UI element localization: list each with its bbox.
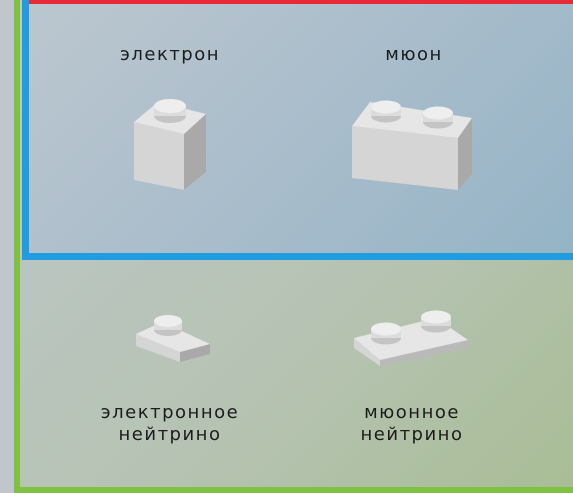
charged-lepton-panel (22, 0, 573, 260)
muon-neutrino-label: мюонное нейтрино (312, 402, 512, 446)
top-border-line (29, 0, 573, 4)
muon-neutrino-label-line1: мюонное (312, 402, 512, 424)
muon-neutrino-label-line2: нейтрино (312, 424, 512, 446)
muon-neutrino-plate-icon (350, 308, 480, 366)
electron-neutrino-plate-icon (130, 306, 214, 366)
muon-brick-icon (348, 90, 478, 194)
muon-label: мюон (314, 44, 514, 66)
electron-label: электрон (70, 44, 270, 66)
electron-neutrino-label: электронное нейтрино (70, 402, 270, 446)
electron-neutrino-label-line2: нейтрино (70, 424, 270, 446)
electron-brick-icon (128, 92, 212, 194)
electron-neutrino-label-line1: электронное (70, 402, 270, 424)
